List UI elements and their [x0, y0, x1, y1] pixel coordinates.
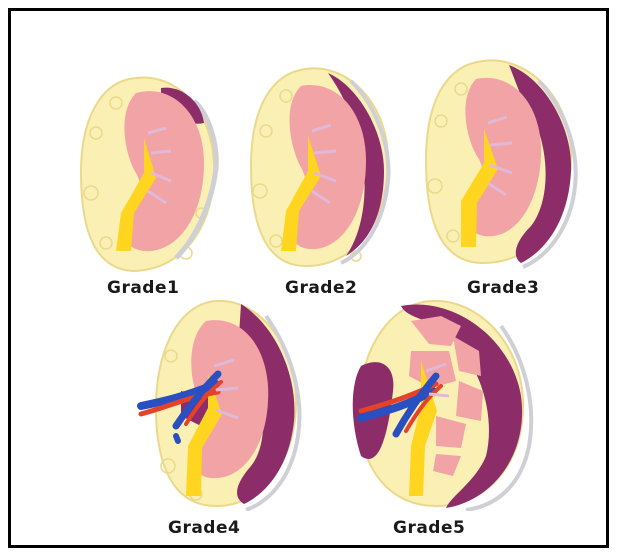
figure-frame: Grade1 Grade2 — [8, 8, 609, 548]
grade3-label: Grade3 — [467, 278, 539, 298]
grade5-label: Grade5 — [393, 518, 465, 538]
grade1-label: Grade1 — [107, 278, 179, 298]
kidney-grade2-illustration — [246, 61, 396, 271]
kidney-grade5-illustration — [341, 296, 536, 511]
grade4-label: Grade4 — [168, 518, 240, 538]
kidney-grade3-illustration — [421, 51, 581, 271]
kidney-grade1-illustration — [76, 73, 226, 273]
kidney-grade4-illustration — [126, 296, 306, 511]
grade2-label: Grade2 — [285, 278, 357, 298]
